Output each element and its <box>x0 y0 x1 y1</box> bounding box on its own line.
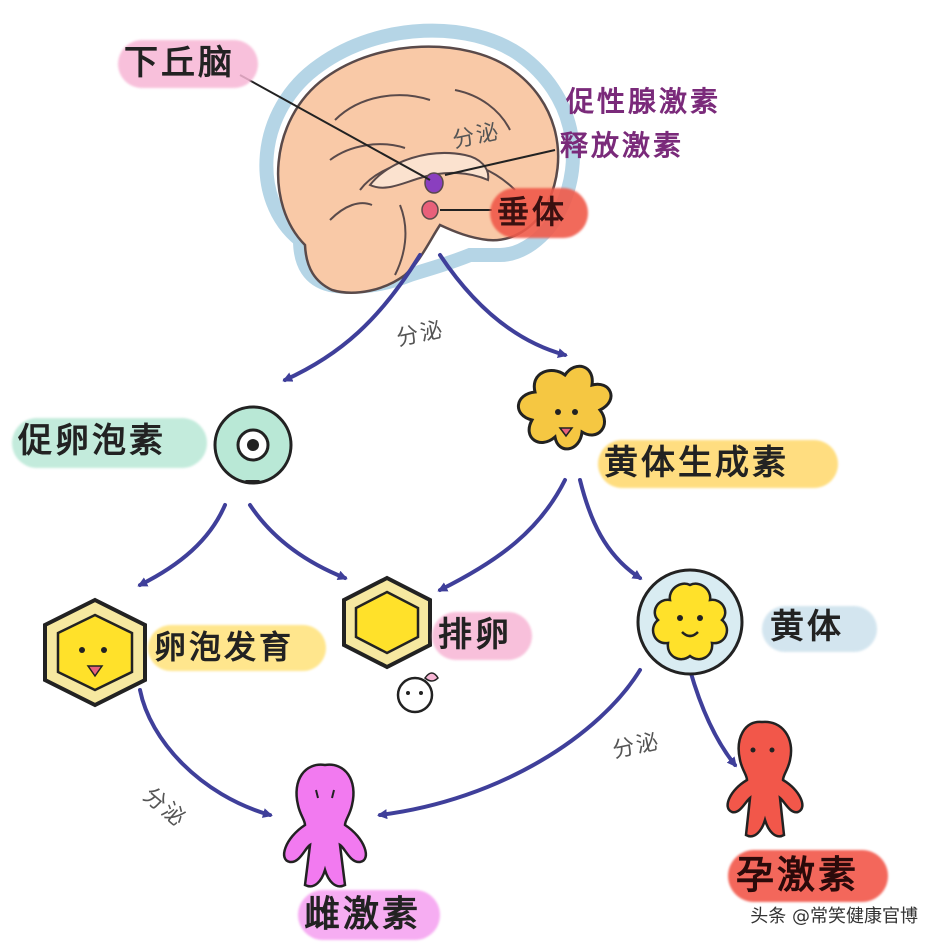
corpus-luteum-label: 黄体 <box>770 607 844 647</box>
pituitary-highlight <box>490 188 588 238</box>
progesterone-figure-icon <box>726 720 804 838</box>
ovulation-label: 排卵 <box>438 615 512 655</box>
hypothalamus-highlight <box>118 40 258 88</box>
hypothalamus-label: 下丘脑 <box>124 43 235 83</box>
corpus-luteum-icon <box>636 568 744 676</box>
lh-highlight <box>598 440 838 488</box>
estrogen-label: 雌激素 <box>304 894 422 935</box>
watermark: 头条 @常笑健康官博 <box>750 906 918 927</box>
arrows <box>137 253 737 820</box>
follicle-highlight <box>148 625 326 671</box>
estrogen-highlight <box>298 890 440 940</box>
pituitary-label: 垂体 <box>497 193 568 231</box>
pituitary-spot <box>421 200 439 220</box>
gnrh-label-line1: 促性腺激素 <box>566 85 722 118</box>
fsh-label: 促卵泡素 <box>18 421 166 461</box>
brain-illustration <box>239 23 580 294</box>
estrogen-figure-icon <box>282 763 368 888</box>
follicle-development-label: 卵泡发育 <box>154 628 295 666</box>
ovulation-highlight <box>432 612 532 660</box>
lh-flower-icon <box>517 364 613 451</box>
hypothalamus-spot <box>424 172 444 194</box>
progesterone-highlight <box>728 850 888 902</box>
fsh-cell-icon <box>213 405 293 485</box>
ovulation-hexagon-icon <box>342 575 439 714</box>
follicle-hexagon-icon <box>43 597 147 708</box>
progesterone-label: 孕激素 <box>736 853 860 897</box>
luteum-highlight <box>762 606 877 652</box>
gnrh-label-line2: 释放激素 <box>560 129 685 162</box>
fsh-highlight <box>12 418 207 468</box>
lh-label: 黄体生成素 <box>604 443 789 483</box>
